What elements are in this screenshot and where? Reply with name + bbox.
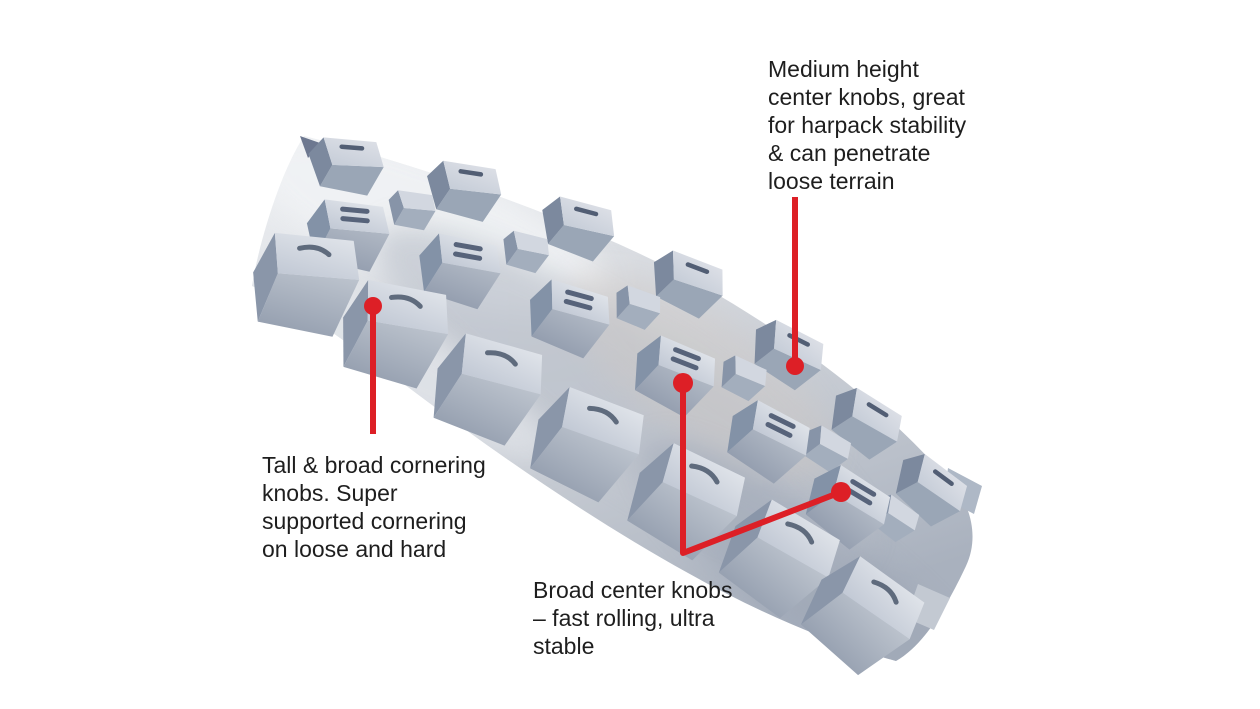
leader-dot-cornering-knobs	[364, 297, 382, 315]
leader-lines	[364, 197, 851, 556]
annotation-cornering-knobs: Tall & broad cornering knobs. Super supp…	[262, 452, 486, 562]
leader-line-broad-center-knobs	[680, 383, 843, 556]
leader-dot-broad-center-knob-2	[831, 482, 851, 502]
annotation-broad-center-knobs: Broad center knobs – fast rolling, ultra…	[533, 577, 733, 659]
left-tip-notch	[300, 136, 320, 158]
leader-dot-medium-knobs	[786, 357, 804, 375]
leader-dot-broad-center-knob-1	[673, 373, 693, 393]
annotation-medium-center-knobs: Medium height center knobs, great for ha…	[768, 56, 967, 194]
